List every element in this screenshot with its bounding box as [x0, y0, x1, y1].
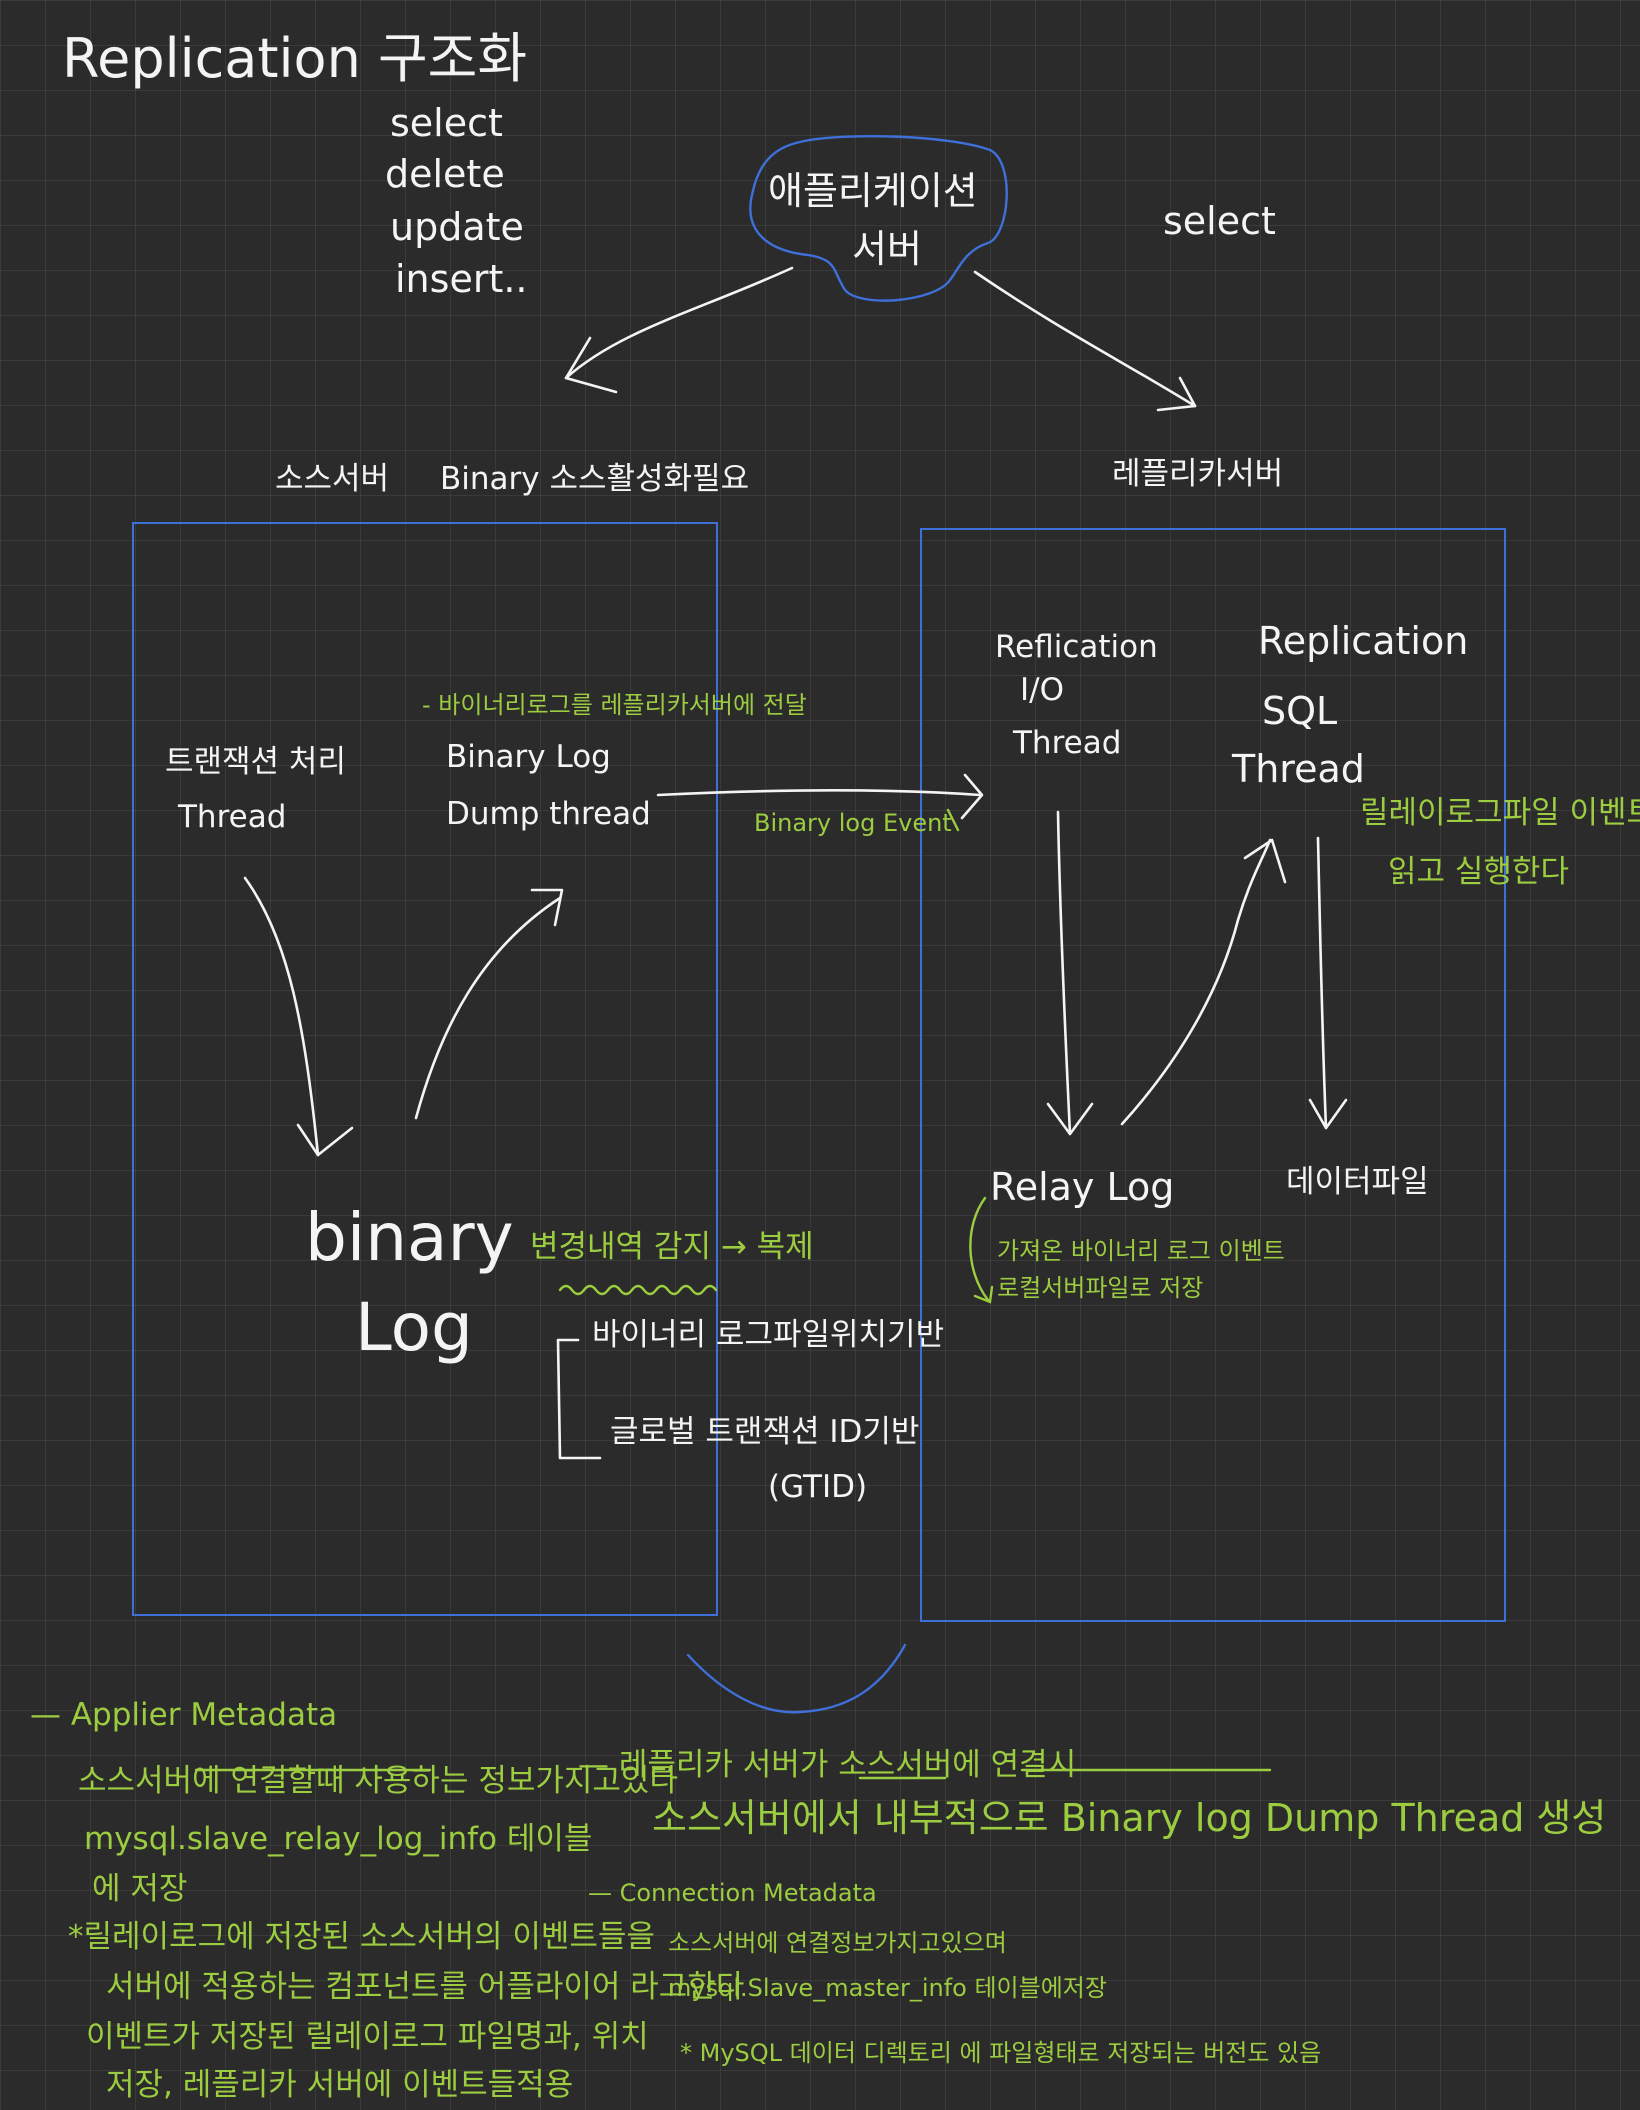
connect-note-1: — 레플리카 서버가 소스서버에 연결시	[578, 1747, 1077, 1783]
sql-thread-label-2: SQL	[1262, 689, 1338, 733]
arrow-app-to-source-head	[564, 336, 618, 394]
relay-log-note-2: 로컬서버파일로 저장	[997, 1274, 1204, 1302]
connection-note-3: * MySQL 데이터 디렉토리 에 파일형태로 저장되는 버전도 있음	[680, 2039, 1322, 2067]
data-file-label: 데이터파일	[1286, 1164, 1429, 1200]
change-detect-note: 변경내역 감지 → 복제	[530, 1229, 814, 1265]
event-tick	[946, 808, 960, 832]
app-server-label-2: 서버	[852, 227, 922, 271]
sql-thread-label-3: Thread	[1232, 747, 1365, 791]
binary-log-label-2: Log	[355, 1289, 473, 1366]
binary-log-label-1: binary	[305, 1199, 514, 1276]
io-thread-label-1: Reflication	[995, 629, 1158, 665]
arrow-app-to-replica-head	[1156, 376, 1197, 412]
connection-note-2: mysql.Slave_master_info 테이블에저장	[668, 1974, 1107, 2002]
arrow-relay-to-sql	[1120, 838, 1272, 1126]
query-update: update	[390, 205, 524, 249]
dump-thread-note: - 바이너리로그를 레플리카서버에 전달	[422, 691, 807, 719]
tx-thread-label-1: 트랜잭션 처리	[165, 744, 346, 780]
sql-thread-note-1: 릴레이로그파일 이벤트	[1360, 795, 1640, 831]
dump-thread-label-1: Binary Log	[446, 739, 611, 775]
arrow-binlog-to-dump-head	[530, 888, 564, 927]
tx-thread-label-2: Thread	[178, 799, 287, 835]
arrow-relay-to-sql-head	[1243, 838, 1287, 884]
relay-note-arrow-head	[973, 1285, 994, 1304]
arrow-dump-to-io-head	[960, 773, 984, 820]
arrow-sql-to-datafile-head	[1308, 1098, 1348, 1130]
connect-note-2: 소스서버에서 내부적으로 Binary log Dump Thread 생성	[652, 1796, 1607, 1840]
arrow-app-to-replica	[973, 270, 1197, 408]
sql-thread-label-1: Replication	[1258, 619, 1469, 663]
replica-server-label: 레플리카서버	[1112, 456, 1284, 492]
dump-thread-label-2: Dump thread	[446, 796, 651, 832]
arrow-tx-to-binlog	[243, 876, 320, 1157]
connection-note-1: 소스서버에 연결정보가지고있으며	[668, 1929, 1007, 1957]
applier-metadata-title: — Applier Metadata	[30, 1697, 338, 1733]
app-server-label-1: 애플리케이션	[768, 169, 978, 213]
method-gtid-label: (GTID)	[768, 1469, 868, 1505]
methods-bracket	[556, 1338, 602, 1460]
arrow-binlog-to-dump	[414, 896, 562, 1120]
link-brace	[686, 1643, 907, 1714]
arrow-app-to-source	[564, 266, 794, 380]
query-delete: delete	[385, 152, 505, 196]
change-underline-squiggle	[558, 1284, 718, 1296]
arrow-tx-to-binlog-head	[296, 1123, 354, 1157]
arrow-io-to-relay-head	[1046, 1102, 1094, 1136]
page-title: Replication 구조화	[62, 27, 528, 90]
source-server-label: 소스서버	[275, 461, 390, 497]
applier-note-2: mysql.slave_relay_log_info 테이블	[84, 1821, 593, 1857]
method-gtid-based: 글로벌 트랜잭션 ID기반	[610, 1414, 920, 1450]
applier-note-3: 에 저장	[92, 1871, 188, 1907]
arrow-dump-to-io	[656, 789, 982, 797]
relay-log-note-1: 가져온 바이너리 로그 이벤트	[997, 1237, 1285, 1265]
applier-star-2: 서버에 적용하는 컴포넌트를 어플라이어 라고한다	[106, 1969, 745, 2005]
method-position-based: 바이너리 로그파일위치기반	[592, 1317, 945, 1353]
connection-metadata-title: — Connection Metadata	[588, 1879, 877, 1907]
io-thread-label-2: I/O	[1020, 672, 1064, 708]
sql-thread-note-2: 읽고 실행한다	[1388, 854, 1569, 890]
relay-log-label: Relay Log	[990, 1165, 1175, 1209]
io-thread-label-3: Thread	[1013, 725, 1122, 761]
relay-note-arrow	[969, 1196, 990, 1302]
binary-enable-note: Binary 소스활성화필요	[440, 461, 750, 497]
query-insert: insert..	[395, 257, 528, 301]
applier-star-1: *릴레이로그에 저장된 소스서버의 이벤트들을	[68, 1919, 655, 1955]
arrow-io-to-relay	[1056, 810, 1072, 1136]
arrow-sql-to-datafile	[1316, 836, 1328, 1130]
binary-log-event-label: Binary log Event	[754, 809, 952, 837]
replica-server-box	[920, 528, 1506, 1622]
replica-select-label: select	[1163, 199, 1276, 243]
applier-star-4: 저장, 레플리카 서버에 이벤트들적용	[106, 2067, 574, 2103]
source-server-box	[132, 522, 718, 1616]
query-select: select	[390, 101, 503, 145]
applier-star-3: 이벤트가 저장된 릴레이로그 파일명과, 위치	[86, 2019, 649, 2055]
app-server-cloud	[749, 135, 1008, 302]
